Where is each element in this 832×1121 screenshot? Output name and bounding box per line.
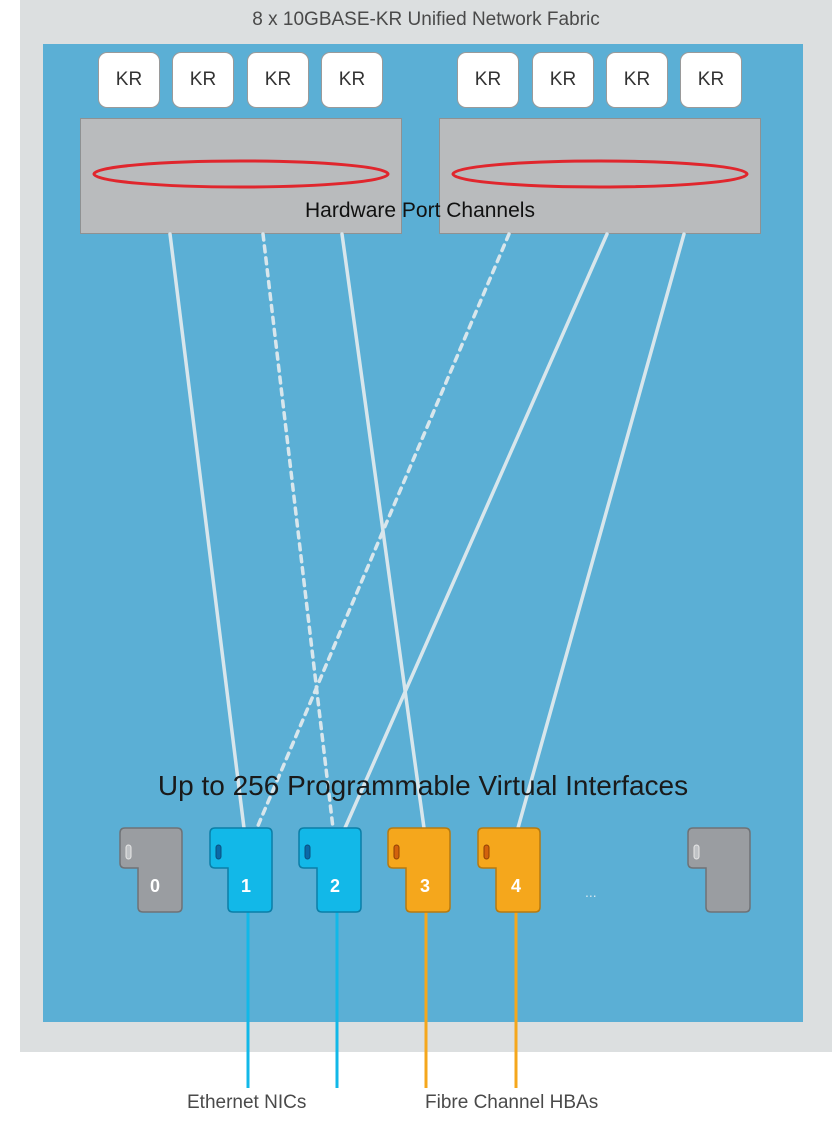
vif-card-4 <box>477 827 541 913</box>
vif-title: Up to 256 Programmable Virtual Interface… <box>157 770 689 801</box>
vif-ellipsis: ... <box>585 884 597 900</box>
link-line <box>255 232 511 830</box>
vif-card-n <box>687 827 751 913</box>
kr-port: KR <box>532 52 594 108</box>
port-channel-ring-right <box>451 159 749 189</box>
vif-number: 2 <box>330 876 340 896</box>
port-channel-ring-left <box>92 159 390 189</box>
led-indicator <box>215 844 222 860</box>
kr-port: KR <box>172 52 234 108</box>
kr-port: KR <box>606 52 668 108</box>
vif-card-0 <box>119 827 183 913</box>
port-channels-label: Hardware Port Channels <box>305 199 535 222</box>
kr-port: KR <box>247 52 309 108</box>
led-indicator <box>483 844 490 860</box>
kr-port: KR <box>98 52 160 108</box>
led-indicator <box>125 844 132 860</box>
link-line <box>261 232 335 830</box>
kr-port: KR <box>680 52 742 108</box>
vif-number: 0 <box>150 876 160 896</box>
link-line <box>516 232 686 830</box>
ethernet-nics-label: Ethernet NICs <box>187 1092 307 1113</box>
led-indicator <box>304 844 311 860</box>
vif-number: 4 <box>511 876 521 896</box>
link-line <box>343 232 609 830</box>
led-indicator <box>393 844 400 860</box>
vif-card-1 <box>209 827 273 913</box>
kr-port: KR <box>457 52 519 108</box>
fibre-channel-hbas-label: Fibre Channel HBAs <box>425 1092 599 1113</box>
led-indicator <box>693 844 700 860</box>
vif-number: 1 <box>241 876 251 896</box>
port-channel-switch-left <box>80 118 402 234</box>
vif-card-2 <box>298 827 362 913</box>
link-line <box>168 232 246 830</box>
vif-card-3 <box>387 827 451 913</box>
kr-port: KR <box>321 52 383 108</box>
port-channel-switch-right <box>439 118 761 234</box>
vif-number: 3 <box>420 876 430 896</box>
fabric-title: 8 x 10GBASE-KR Unified Network Fabric <box>252 9 600 30</box>
